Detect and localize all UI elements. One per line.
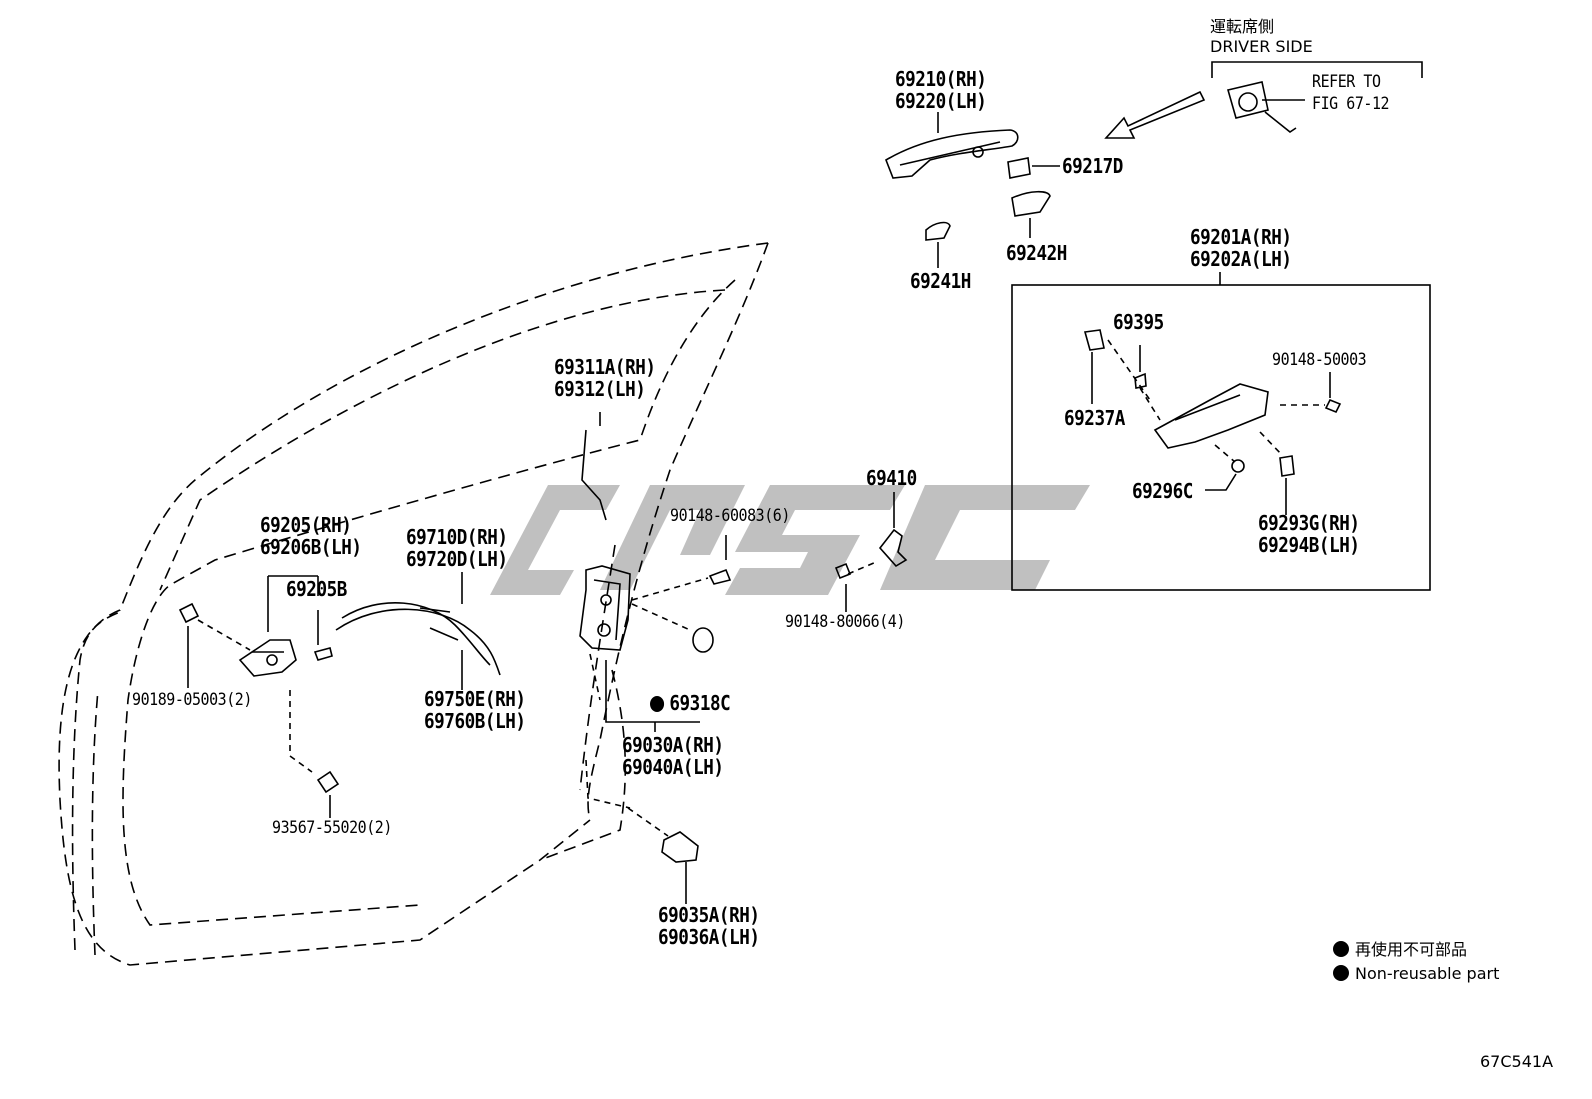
label-69294b: 69294B(LH) <box>1258 533 1360 557</box>
label-69202a: 69202A(LH) <box>1190 247 1292 271</box>
driver-side-bracket <box>1211 61 1423 78</box>
handle-frame-box <box>1011 284 1431 591</box>
legend-dot-icon <box>1333 965 1349 981</box>
label-69293g: 69293G(RH) <box>1258 511 1360 535</box>
label-69036a: 69036A(LH) <box>658 925 760 949</box>
label-69410: 69410 <box>866 466 917 490</box>
driver-side-jp: 運転席側 <box>1210 17 1275 36</box>
refer-line2: FIG 67-12 <box>1312 94 1390 114</box>
handle-cap-icon <box>1007 157 1031 179</box>
label-90148-50003: 90148-50003 <box>1272 350 1367 370</box>
handle-frame-icon <box>1083 329 1342 477</box>
label-69710d: 69710D(RH) <box>406 525 508 549</box>
driver-side-en: DRIVER SIDE <box>1210 37 1313 56</box>
door-lock-icon <box>579 565 631 651</box>
refer-arrow <box>1104 90 1206 139</box>
cable-guide-icon <box>878 528 908 568</box>
label-69312: 69312(LH) <box>554 377 646 401</box>
seal-69318c-icon <box>692 627 714 653</box>
label-69720d: 69720D(LH) <box>406 547 508 571</box>
label-69296c: 69296C <box>1132 479 1193 503</box>
label-69217d: 69217D <box>1062 154 1123 178</box>
screw-90148-60083-icon <box>708 568 732 585</box>
key-cylinder-icon <box>1227 81 1305 133</box>
label-69395: 69395 <box>1113 310 1164 334</box>
label-69311a: 69311A(RH) <box>554 355 656 379</box>
label-69760b: 69760B(LH) <box>424 709 526 733</box>
pad-69241h-icon <box>925 221 951 241</box>
legend-en: Non-reusable part <box>1333 964 1499 984</box>
legend-en-text: Non-reusable part <box>1355 964 1500 983</box>
screw-93567-icon <box>316 770 340 794</box>
label-69030a: 69030A(RH) <box>622 733 724 757</box>
outside-handle-icon <box>885 129 1019 179</box>
label-90148-80066: 90148-80066(4) <box>785 612 905 632</box>
figure-code: 67C541A <box>1480 1052 1554 1071</box>
label-69205b: 69205B <box>286 577 347 601</box>
screw-69205b-icon <box>313 647 333 661</box>
label-69318c: 69318C <box>650 691 731 715</box>
label-69040a: 69040A(LH) <box>622 755 724 779</box>
label-69237a: 69237A <box>1064 406 1125 430</box>
label-69210: 69210(RH) <box>895 67 987 91</box>
label-69035a: 69035A(RH) <box>658 903 760 927</box>
label-90189-05003: 90189-05003(2) <box>132 690 252 710</box>
clip-90189-icon <box>178 602 200 624</box>
watermark-logo <box>490 485 1090 595</box>
door-outline <box>58 242 769 966</box>
label-93567-55020: 93567-55020(2) <box>272 818 392 838</box>
legend-jp-text: 再使用不可部品 <box>1355 940 1468 959</box>
cable-icon <box>335 602 501 676</box>
label-69318c-text: 69318C <box>669 691 731 715</box>
label-90148-60083: 90148-60083(6) <box>670 506 790 526</box>
pad-69242h-icon <box>1011 190 1051 217</box>
inside-handle-icon <box>238 639 297 677</box>
lock-rod-icon <box>581 429 607 521</box>
label-69242h: 69242H <box>1006 241 1067 265</box>
label-69206b: 69206B(LH) <box>260 535 362 559</box>
lower-bracket-icon <box>661 831 699 863</box>
label-69750e: 69750E(RH) <box>424 687 526 711</box>
label-69220: 69220(LH) <box>895 89 987 113</box>
label-69205: 69205(RH) <box>260 513 352 537</box>
label-69241h: 69241H <box>910 269 971 293</box>
legend-jp: 再使用不可部品 <box>1333 940 1467 960</box>
label-69201a: 69201A(RH) <box>1190 225 1292 249</box>
non-reusable-dot-icon <box>650 696 665 712</box>
legend-dot-icon <box>1333 941 1349 957</box>
refer-line1: REFER TO <box>1312 72 1381 92</box>
